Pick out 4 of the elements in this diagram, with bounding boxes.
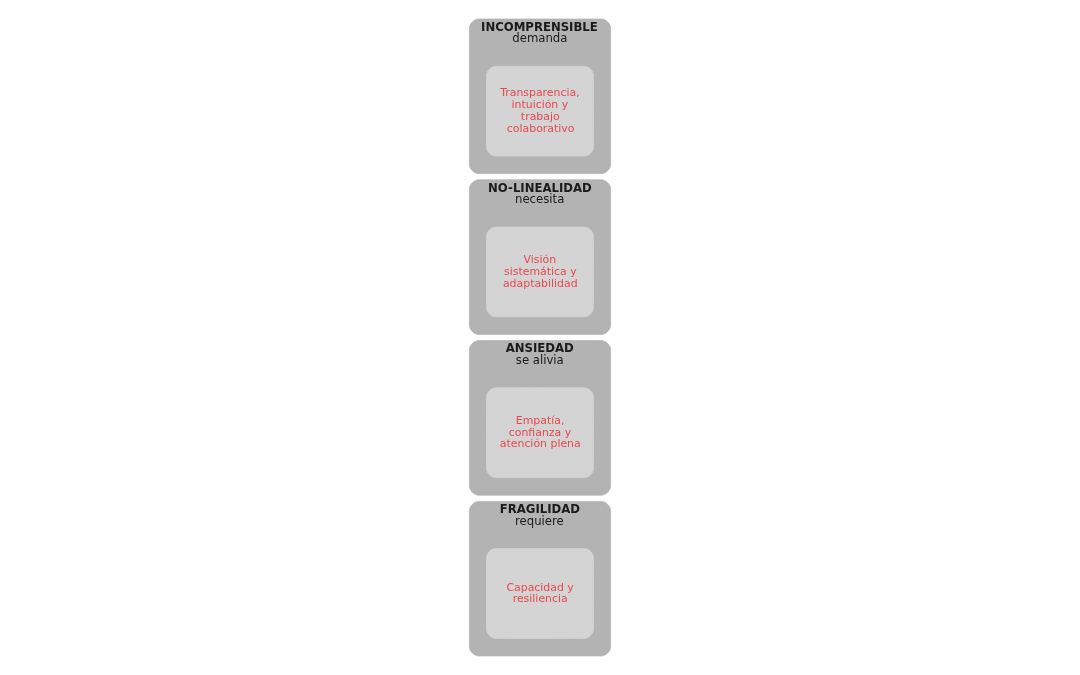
- node-box: Empatía, confianza y atención plena: [486, 387, 594, 478]
- node-box: Visión sistemática y adaptabilidad: [486, 226, 594, 318]
- node-box: Capacidad y resiliencia: [486, 548, 594, 639]
- node-box: Transparencia, intuición y trabajo colaborativo: [486, 65, 594, 157]
